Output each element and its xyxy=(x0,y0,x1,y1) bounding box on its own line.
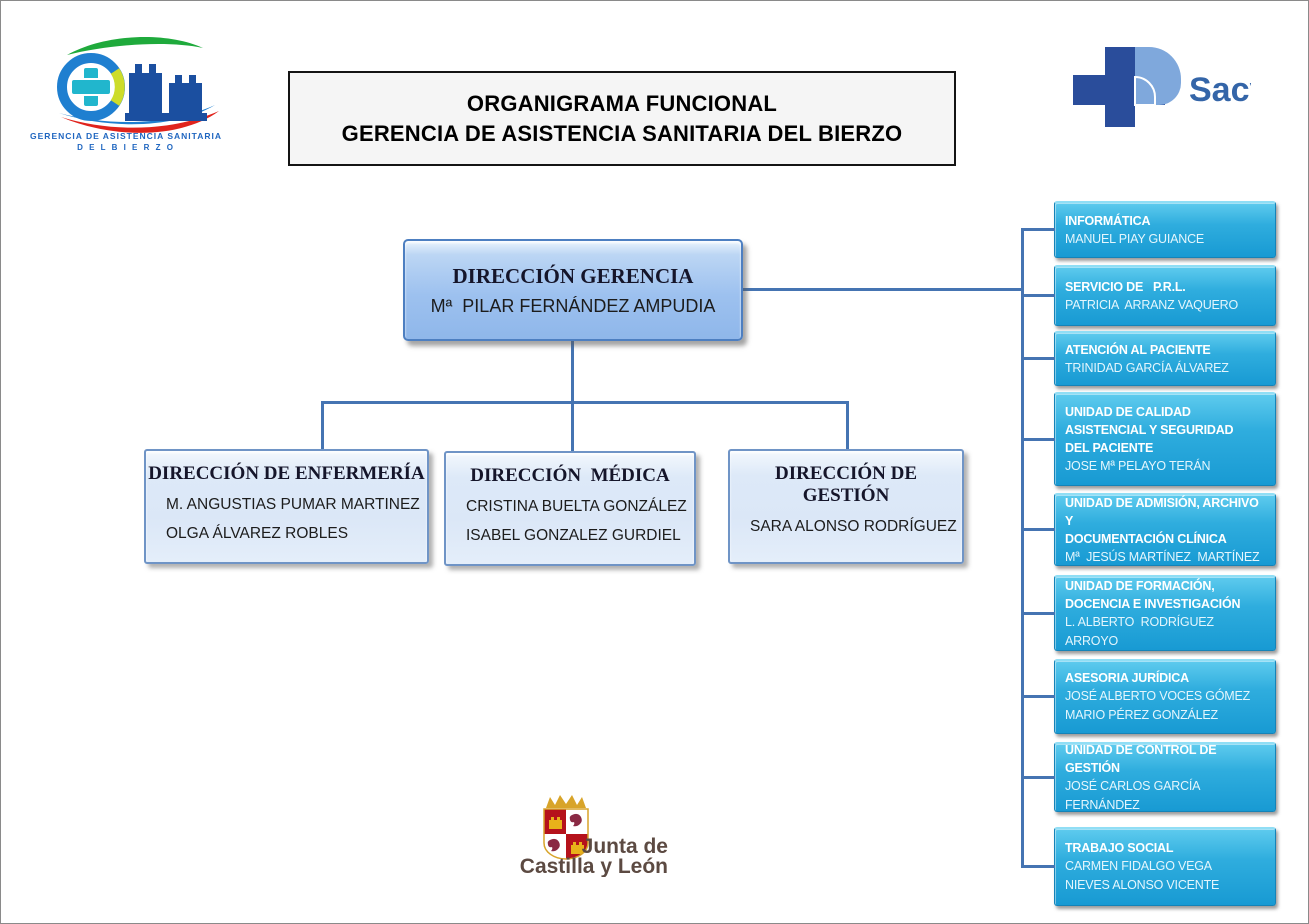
person-name: TRINIDAD GARCÍA ÁLVAREZ xyxy=(1065,360,1229,375)
bierzo-red-swoosh-icon xyxy=(61,111,219,133)
box-title: INFORMÁTICA xyxy=(1065,213,1151,228)
box-title: DIRECCIÓN GERENCIA xyxy=(452,263,694,288)
box-title: UNIDAD DE ADMISIÓN, ARCHIVO Y DOCUMENTAC… xyxy=(1065,495,1259,546)
box-direccion-enfermeria: DIRECCIÓN DE ENFERMERÍA M. ANGUSTIAS PUM… xyxy=(144,449,429,564)
junta-logo-text-2: Castilla y León xyxy=(520,855,668,877)
junta-logo-text-1: Junta de xyxy=(582,835,668,858)
person-name: PATRICIA ARRANZ VAQUERO xyxy=(1065,297,1239,312)
person-name: NIEVES ALONSO VICENTE xyxy=(1065,878,1220,892)
bierzo-logo-text-1: GERENCIA DE ASISTENCIA SANITARIA xyxy=(30,131,222,141)
bierzo-logo-text-2: D E L B I E R Z O xyxy=(77,143,175,152)
box-servicio-prl: SERVICIO DE P.R.L. PATRICIA ARRANZ VAQUE… xyxy=(1021,265,1276,326)
box-title: UNIDAD DE CONTROL DE GESTIÓN xyxy=(1065,742,1220,775)
bierzo-green-swoosh-icon xyxy=(67,37,203,55)
junta-crown-icon xyxy=(546,795,586,808)
connector-drop-gestion xyxy=(846,401,849,449)
sacyl-logo: Sacyl xyxy=(1073,47,1251,127)
person-name: MARIO PÉREZ GONZÁLEZ xyxy=(1065,708,1218,722)
page-title-box: ORGANIGRAMA FUNCIONAL GERENCIA DE ASISTE… xyxy=(288,71,956,166)
person-name: L. ALBERTO RODRÍGUEZ ARROYO xyxy=(1065,614,1217,648)
person-name: JOSE Mª PELAYO TERÁN xyxy=(1065,459,1211,473)
connector-branch-horizontal xyxy=(321,401,849,404)
connector-trunk-vertical xyxy=(1021,229,1024,867)
box-title: UNIDAD DE CALIDAD ASISTENCIAL Y SEGURIDA… xyxy=(1065,405,1234,455)
box-direccion-medica: DIRECCIÓN MÉDICA CRISTINA BUELTA GONZÁLE… xyxy=(444,451,696,566)
junta-shield-border xyxy=(543,808,589,860)
bierzo-cross-icon xyxy=(70,66,112,108)
box-title: TRABAJO SOCIAL xyxy=(1065,841,1174,855)
box-direccion-gerencia: DIRECCIÓN GERENCIA Mª PILAR FERNÁNDEZ AM… xyxy=(403,239,743,341)
box-direccion-gestion: DIRECCIÓN DE GESTIÓN SARA ALONSO RODRÍGU… xyxy=(728,449,964,564)
connector-drop-enfermeria xyxy=(321,401,324,449)
box-atencion-paciente: ATENCIÓN AL PACIENTE TRINIDAD GARCÍA ÁLV… xyxy=(1021,331,1276,386)
person-name: MANUEL PIAY GUIANCE xyxy=(1065,231,1205,246)
box-unidad-admision: UNIDAD DE ADMISIÓN, ARCHIVO Y DOCUMENTAC… xyxy=(1021,493,1276,566)
person-name: OLGA ÁLVAREZ ROBLES xyxy=(166,525,349,542)
box-trabajo-social: TRABAJO SOCIAL CARMEN FIDALGO VEGA NIEVE… xyxy=(1021,827,1276,906)
box-title: DIRECCIÓN DE GESTIÓN xyxy=(775,463,922,506)
box-unidad-control-gestion: UNIDAD DE CONTROL DE GESTIÓN JOSÉ CARLOS… xyxy=(1021,742,1276,812)
box-title: DIRECCIÓN MÉDICA xyxy=(470,465,670,486)
box-title: DIRECCIÓN DE ENFERMERÍA xyxy=(148,463,425,484)
person-name: SARA ALONSO RODRÍGUEZ xyxy=(750,518,957,535)
person-name: JOSÉ CARLOS GARCÍA FERNÁNDEZ xyxy=(1065,778,1203,812)
box-title: ASESORIA JURÍDICA xyxy=(1065,671,1189,685)
person-name: Mª PILAR FERNÁNDEZ AMPUDIA xyxy=(430,295,716,316)
bierzo-yellow-arc-icon xyxy=(110,68,125,106)
box-title: ATENCIÓN AL PACIENTE xyxy=(1065,342,1211,357)
person-name: ISABEL GONZALEZ GURDIEL xyxy=(466,527,681,544)
connector-root-down xyxy=(571,341,574,401)
box-asesoria-juridica: ASESORIA JURÍDICA JOSÉ ALBERTO VOCES GÓM… xyxy=(1021,659,1276,734)
person-name: Mª JESÚS MARTÍNEZ MARTÍNEZ xyxy=(1065,549,1260,564)
person-name: CARMEN FIDALGO VEGA xyxy=(1065,859,1212,873)
box-unidad-calidad: UNIDAD DE CALIDAD ASISTENCIAL Y SEGURIDA… xyxy=(1021,392,1276,486)
person-name: JOSÉ ALBERTO VOCES GÓMEZ xyxy=(1065,689,1251,703)
page-title-line2: GERENCIA DE ASISTENCIA SANITARIA DEL BIE… xyxy=(341,120,903,146)
connector-root-to-trunk xyxy=(743,288,1024,291)
sacyl-logo-text: Sacyl xyxy=(1189,71,1251,109)
page-title-line1: ORGANIGRAMA FUNCIONAL xyxy=(466,90,778,116)
bierzo-castle-icon xyxy=(125,64,207,121)
box-informatica: INFORMÁTICA MANUEL PIAY GUIANCE xyxy=(1021,201,1276,258)
box-unidad-formacion: UNIDAD DE FORMACIÓN, DOCENCIA E INVESTIG… xyxy=(1021,575,1276,651)
person-name: CRISTINA BUELTA GONZÁLEZ xyxy=(466,498,687,515)
person-name: M. ANGUSTIAS PUMAR MARTINEZ xyxy=(166,496,420,513)
connector-drop-medica xyxy=(571,401,574,451)
junta-logo: Junta de Castilla y León xyxy=(520,795,668,877)
box-title: UNIDAD DE FORMACIÓN, DOCENCIA E INVESTIG… xyxy=(1065,578,1241,611)
box-title: SERVICIO DE P.R.L. xyxy=(1065,279,1186,294)
sacyl-cross-icon xyxy=(1073,47,1181,127)
bierzo-logo: GERENCIA DE ASISTENCIA SANITARIA D E L B… xyxy=(30,37,222,152)
